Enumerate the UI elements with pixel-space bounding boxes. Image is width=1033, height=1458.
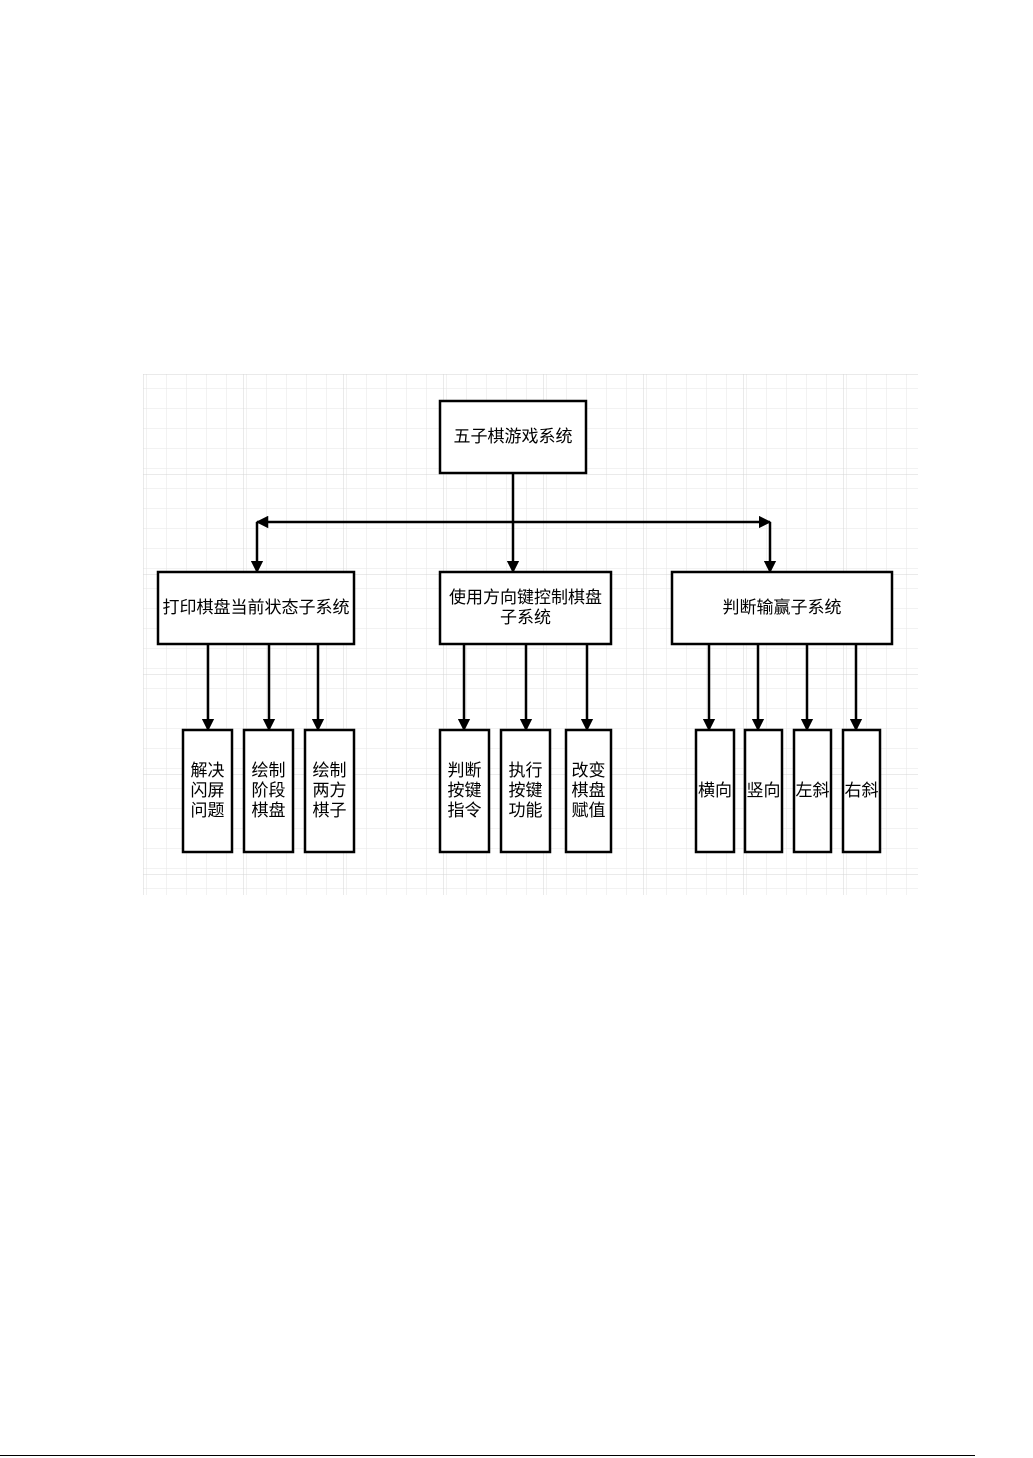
module-node-3-4: 右斜 [843, 730, 880, 852]
module-node-3-1-label: 横向 [698, 781, 732, 801]
module-node-2-3-label: 赋值 [572, 801, 606, 821]
module-node-1-2-label: 绘制 [252, 761, 286, 781]
module-node-1-1-label: 问题 [191, 801, 225, 821]
module-node-1-2-label: 阶段 [252, 781, 286, 801]
module-node-2-3-label: 改变 [572, 761, 606, 781]
module-node-1-3-label: 棋子 [313, 801, 347, 821]
module-node-3-2: 竖向 [745, 730, 782, 852]
subsystem-node-3-label: 判断输赢子系统 [723, 598, 842, 618]
module-node-1-1-label: 解决 [191, 761, 225, 781]
module-node-2-1-label: 判断 [448, 761, 482, 781]
module-node-3-3: 左斜 [794, 730, 831, 852]
module-node-2-2-label: 执行 [509, 761, 543, 781]
subsystem-node-1-label: 打印棋盘当前状态子系统 [163, 598, 350, 618]
module-node-2-1-label: 按键 [448, 781, 482, 801]
subsystem-node-2-label: 子系统 [500, 608, 551, 628]
module-node-2-2-label: 功能 [509, 801, 543, 821]
module-node-2-2-label: 按键 [509, 781, 543, 801]
module-node-1-2-label: 棋盘 [252, 801, 286, 821]
module-node-3-3-label: 左斜 [796, 781, 830, 801]
module-node-1-1-label: 闪屏 [191, 781, 225, 801]
module-node-3-1: 横向 [696, 730, 734, 852]
module-node-2-3-label: 棋盘 [572, 781, 606, 801]
module-node-1-3-label: 绘制 [313, 761, 347, 781]
module-node-3-4-label: 右斜 [845, 781, 879, 801]
root-node-label: 五子棋游戏系统 [454, 427, 573, 447]
subsystem-node-2-label: 使用方向键控制棋盘 [449, 587, 602, 608]
module-node-2-1-label: 指令 [448, 801, 482, 821]
root-node: 五子棋游戏系统 [440, 401, 586, 473]
page-footer-rule [0, 1455, 975, 1456]
module-node-3-2-label: 竖向 [747, 781, 781, 801]
subsystem-node-1: 打印棋盘当前状态子系统 [158, 572, 354, 644]
module-node-1-3-label: 两方 [313, 781, 347, 801]
subsystem-node-3: 判断输赢子系统 [672, 572, 892, 644]
